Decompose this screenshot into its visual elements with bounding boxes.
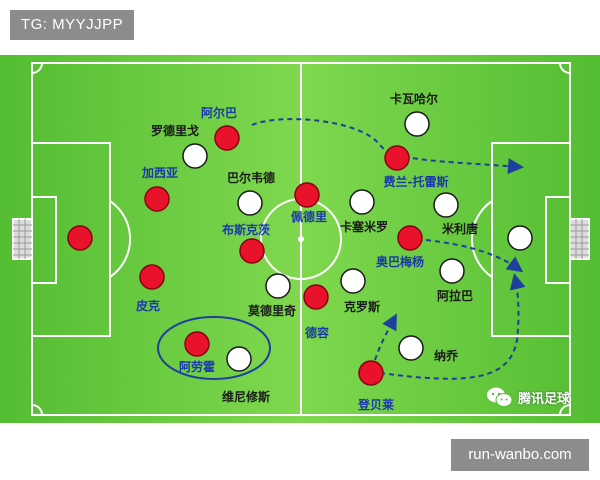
- player-label: 加西亚: [141, 165, 178, 180]
- player-label: 莫德里奇: [248, 303, 296, 318]
- center-spot: [298, 236, 304, 242]
- player-marker-white: [237, 190, 263, 216]
- player-label: 卡塞米罗: [340, 219, 388, 234]
- player-valverde: 巴尔韦德: [227, 170, 275, 216]
- player-marker-white: [433, 192, 459, 218]
- player-label: 布斯克茨: [222, 222, 270, 237]
- left-goal-area: [31, 196, 57, 284]
- player-alaba: 阿拉巴: [437, 258, 473, 303]
- player-marker-white: [182, 143, 208, 169]
- player-marker-red: [139, 264, 165, 290]
- highlight-ellipse: [157, 316, 271, 380]
- right-penalty-arc: [470, 200, 493, 278]
- player-label: 卡瓦哈尔: [390, 91, 438, 106]
- player-marker-red: [384, 145, 410, 171]
- player-marker-red: [184, 331, 210, 357]
- player-label: 罗德里戈: [151, 123, 199, 138]
- player-label: 阿尔巴: [201, 105, 237, 120]
- player-casemiro: 卡塞米罗: [340, 189, 388, 234]
- player-marker-white: [507, 225, 533, 251]
- watermark: 腾讯足球: [486, 385, 570, 409]
- player-label: 维尼修斯: [222, 389, 270, 404]
- player-kross: 克罗斯: [340, 268, 380, 314]
- corner-arc-tr: [559, 62, 571, 74]
- player-jordi: 罗德里戈: [151, 123, 208, 169]
- player-marker-red: [397, 225, 423, 251]
- player-marker-red: [358, 360, 384, 386]
- player-label: 克罗斯: [344, 299, 380, 314]
- player-marker-white: [404, 111, 430, 137]
- player-marker-white: [349, 189, 375, 215]
- player-label: 阿劳霍: [179, 359, 215, 374]
- player-carvajal: 卡瓦哈尔: [390, 91, 438, 137]
- player-label: 登贝莱: [357, 397, 394, 412]
- player-alba: 阿尔巴: [201, 105, 240, 151]
- player-left-gk: [67, 225, 93, 251]
- movement-arrows: [251, 118, 526, 380]
- player-marker-red: [144, 186, 170, 212]
- wechat-icon: [487, 387, 513, 407]
- player-label: 米利唐: [442, 221, 478, 236]
- player-label: 皮克: [135, 298, 160, 313]
- corner-arc-br: [559, 404, 571, 416]
- player-marker-red: [239, 238, 265, 264]
- player-label: 德容: [305, 325, 329, 340]
- player-pedri: 佩德里: [291, 182, 327, 224]
- player-label: 费兰-托雷斯: [384, 174, 449, 189]
- corner-arc-bl: [31, 404, 43, 416]
- player-dejong: 德容: [303, 284, 329, 340]
- arrow-torres-run: [251, 118, 524, 175]
- player-marker-white: [226, 346, 252, 372]
- player-right-gk: [507, 225, 533, 251]
- player-militao: 米利唐: [433, 192, 478, 236]
- watermark-text: 腾讯足球: [518, 391, 571, 407]
- player-garcia: 加西亚: [141, 165, 178, 212]
- player-marker-white: [439, 258, 465, 284]
- player-marker-white: [398, 335, 424, 361]
- player-marker-red: [294, 182, 320, 208]
- player-marker-white: [340, 268, 366, 294]
- left-goal: [12, 218, 33, 260]
- arrow-aubameyang-run: [425, 239, 524, 273]
- player-marker-red: [214, 125, 240, 151]
- player-label: 纳乔: [434, 348, 459, 363]
- player-label: 佩德里: [291, 209, 327, 224]
- player-modric: 莫德里奇: [248, 273, 296, 318]
- arrow-dembele-wide-run: [379, 273, 526, 380]
- player-marker-red: [67, 225, 93, 251]
- left-penalty-arc: [109, 200, 132, 278]
- player-nacho: 纳乔: [398, 335, 459, 363]
- footer-link[interactable]: run-wanbo.com: [451, 439, 589, 471]
- player-araujo: 阿劳霍: [179, 331, 215, 374]
- player-dembele: 登贝莱: [357, 360, 394, 412]
- player-vinicius: 维尼修斯: [222, 346, 270, 404]
- corner-arc-tl: [31, 62, 43, 74]
- top-tag: TG: MYYJJPP: [10, 10, 134, 40]
- player-aubameyang: 奥巴梅杨: [376, 225, 424, 269]
- player-marker-white: [265, 273, 291, 299]
- player-busquets: 布斯克茨: [222, 222, 270, 264]
- right-goal: [569, 218, 590, 260]
- player-label: 阿拉巴: [437, 288, 473, 303]
- player-label: 巴尔韦德: [227, 170, 275, 185]
- player-torres: 费兰-托雷斯: [384, 145, 449, 189]
- player-marker-red: [303, 284, 329, 310]
- arrow-dembele-inside-run: [374, 313, 397, 361]
- right-goal-area: [545, 196, 571, 284]
- player-label: 奥巴梅杨: [376, 254, 424, 269]
- player-pique: 皮克: [135, 264, 165, 313]
